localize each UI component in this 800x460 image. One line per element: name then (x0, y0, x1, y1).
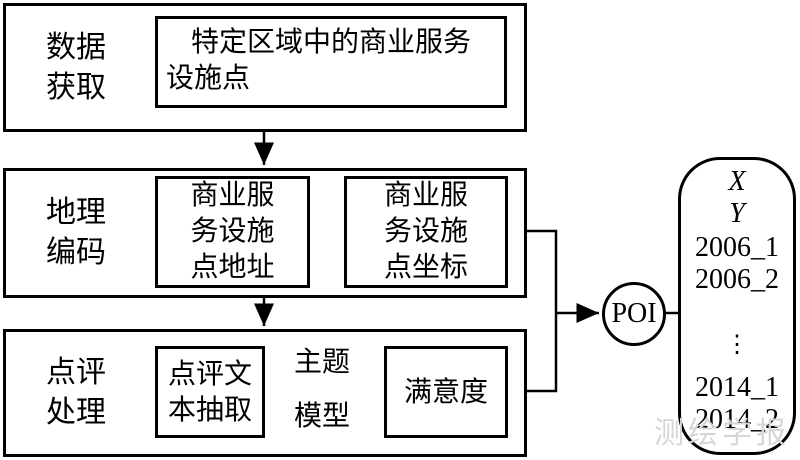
poi-label: POI (611, 298, 657, 329)
stage-geocode-label: 地理 编码 (46, 195, 106, 270)
coords-box (344, 176, 508, 288)
poi-node: POI (602, 282, 666, 346)
field-2006-2: 2006_2 (695, 264, 779, 295)
stage-review-label: 点评 处理 (46, 355, 106, 430)
field-x: X (728, 166, 746, 197)
poi-attribute-panel: X Y 2006_1 2006_2 ⋮ 2014_1 2014_2 (678, 157, 796, 455)
field-2014-2: 2014_2 (695, 404, 779, 435)
field-2014-1: 2014_1 (695, 372, 779, 403)
poi-points-text: 特定区域中的商业服务 设施点 (166, 25, 471, 94)
address-box (155, 176, 310, 288)
topic-model-label-top: 主题 (294, 345, 351, 378)
field-2006-1: 2006_1 (695, 232, 779, 263)
address-text: 商业服 务设施 点地址 (190, 178, 275, 283)
stage-acquire-label: 数据 获取 (46, 30, 106, 105)
review-extract-box (155, 346, 265, 438)
field-ellipsis: ⋮ (725, 332, 749, 358)
field-y: Y (729, 198, 745, 229)
coords-text: 商业服 务设施 点坐标 (383, 178, 468, 283)
satisfaction-box (384, 346, 508, 438)
topic-model-label-bottom: 模型 (294, 399, 351, 432)
satisfaction-text: 满意度 (403, 375, 488, 408)
poi-points-box (155, 16, 507, 108)
review-extract-text: 点评文 本抽取 (167, 357, 252, 426)
watermark: 测绘学报 (654, 416, 790, 451)
